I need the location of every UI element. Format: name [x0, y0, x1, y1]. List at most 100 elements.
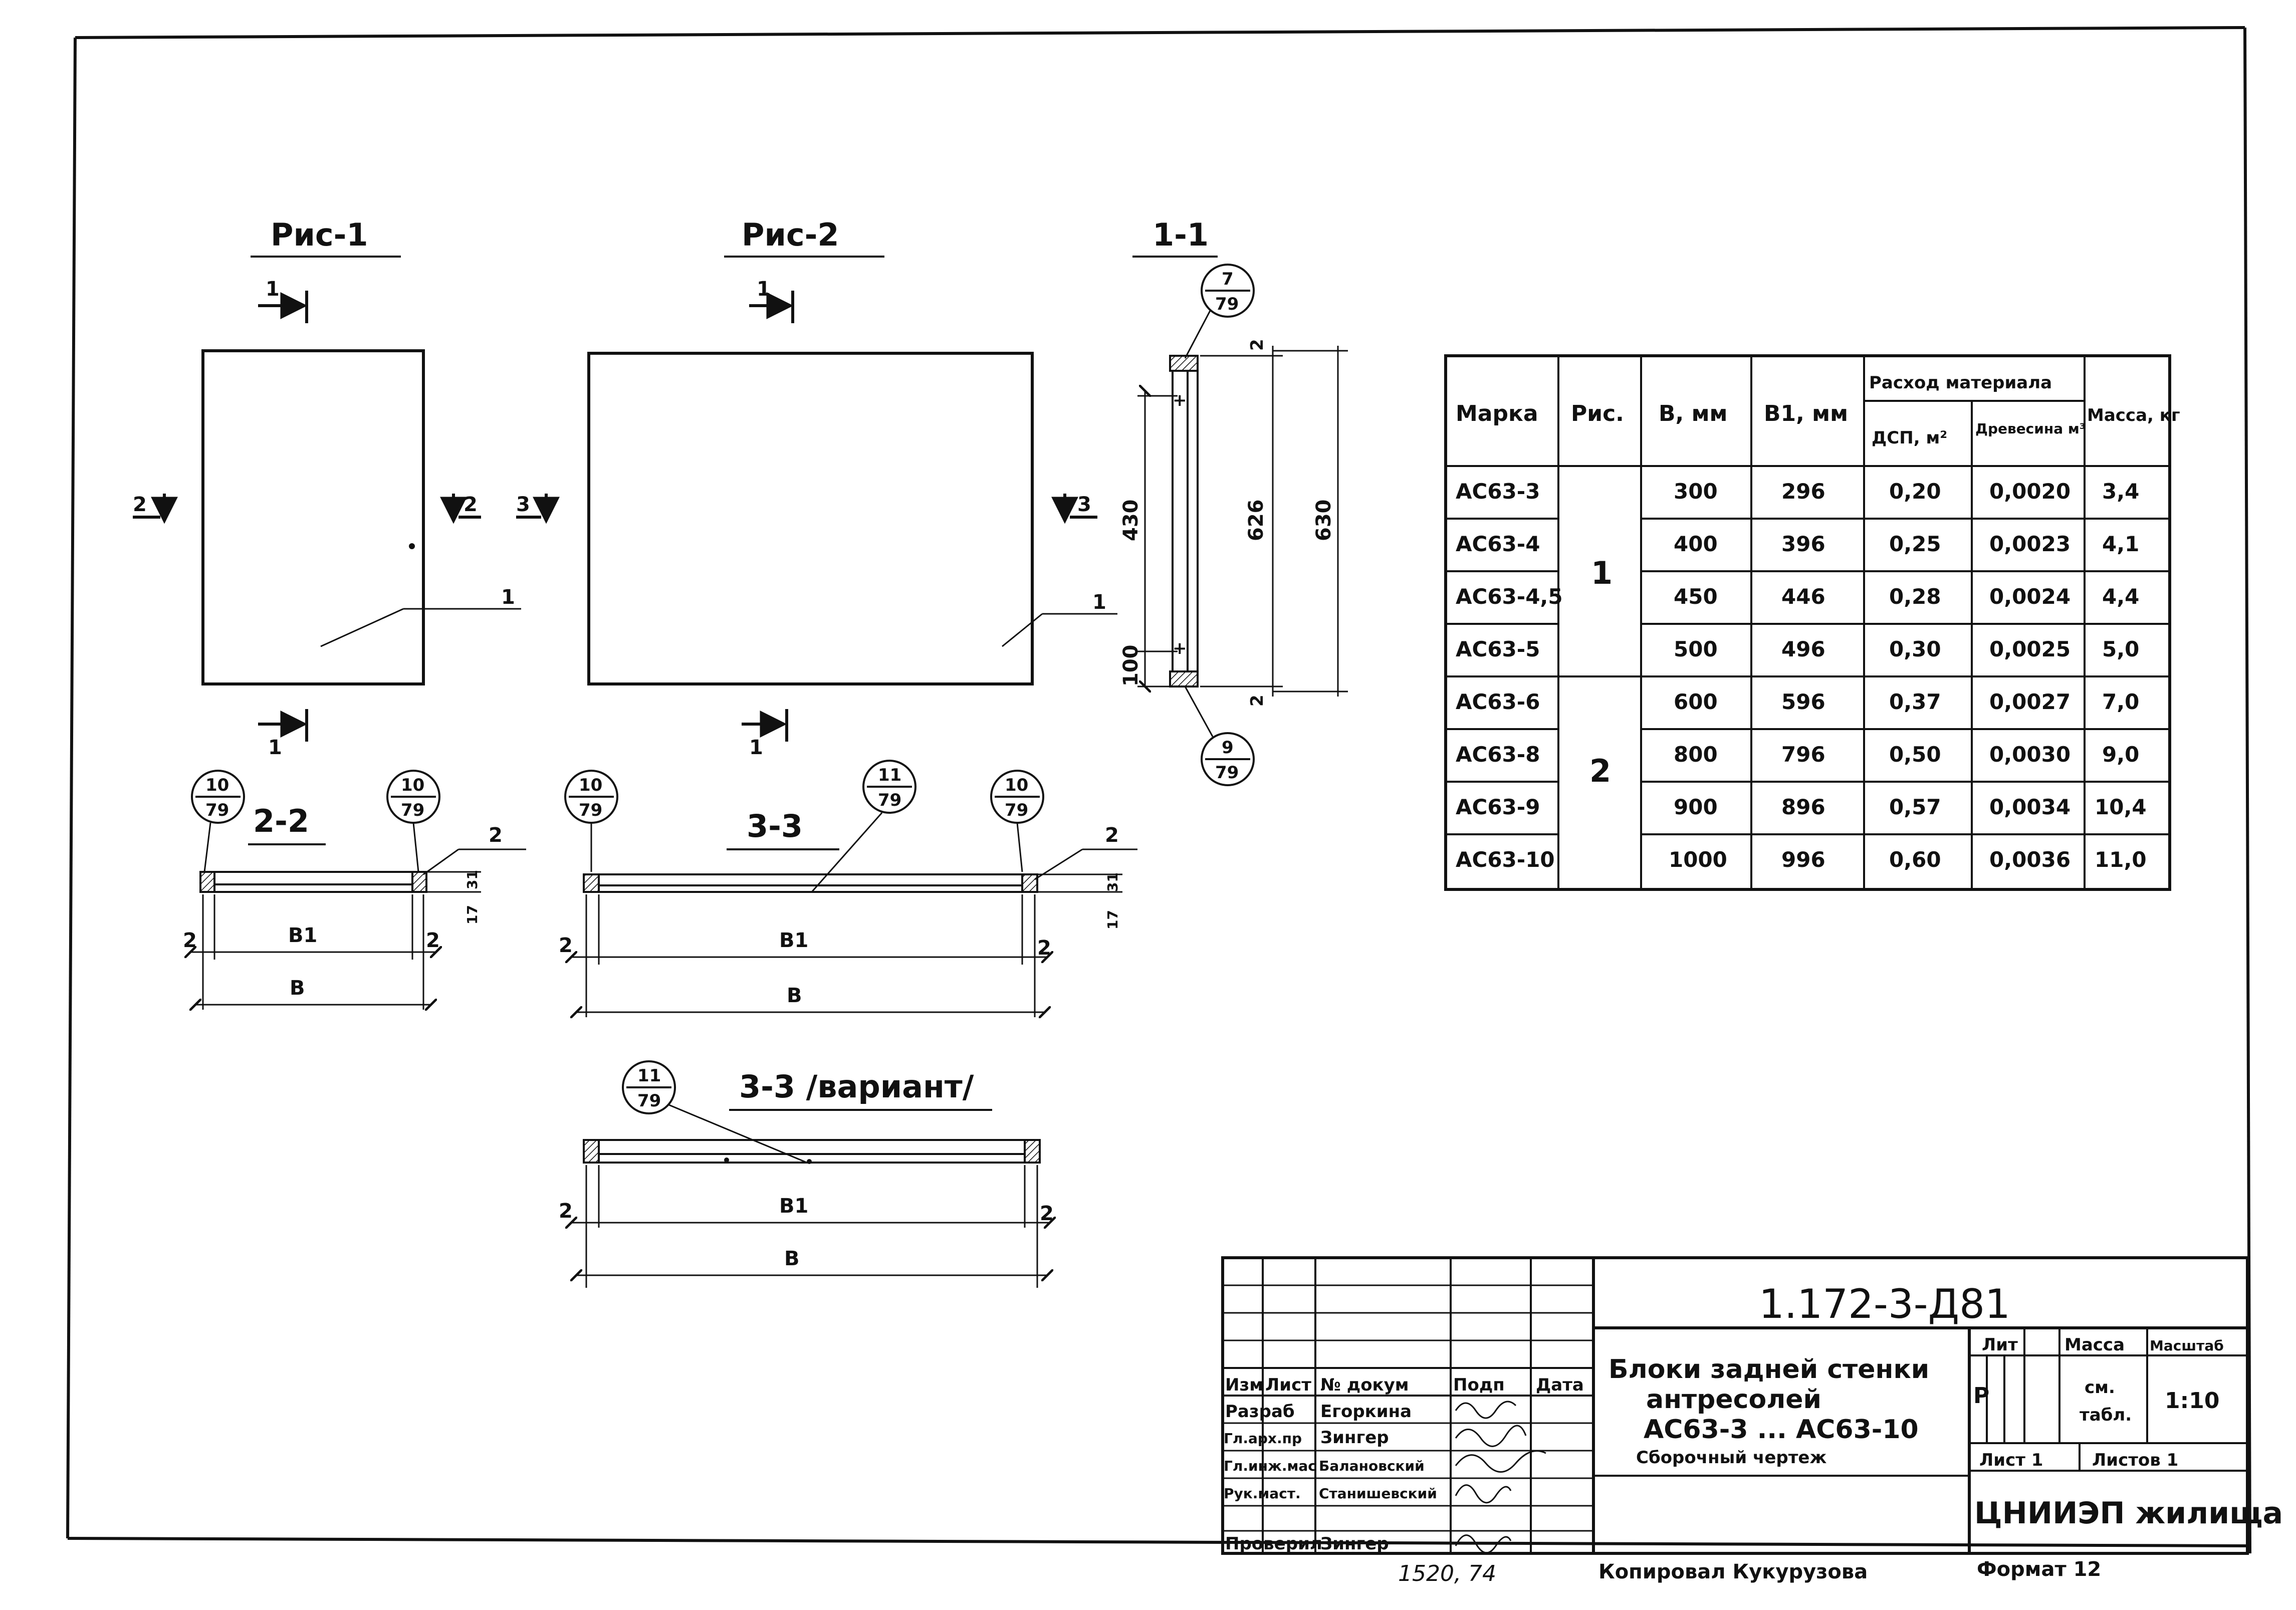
dim-2-top: 2 [1247, 339, 1267, 351]
tb-lit-label: Лит [1982, 1335, 2018, 1355]
fig2-part-leader: 1 [1092, 591, 1106, 614]
svg-text:Разраб: Разраб [1225, 1402, 1295, 1422]
svg-text:Балановский: Балановский [1319, 1458, 1425, 1474]
section22-part-leader: 2 [489, 824, 503, 847]
svg-text:0,57: 0,57 [1889, 795, 1941, 819]
hdr-dsp: ДСП, м² [1872, 428, 1947, 448]
section-22-title: 2-2 [253, 803, 309, 839]
svg-text:0,30: 0,30 [1889, 637, 1941, 661]
svg-text:9,0: 9,0 [2102, 742, 2139, 767]
hdr-drev: Древесина м³ [1975, 420, 2086, 437]
svg-text:79: 79 [579, 800, 602, 820]
dim-b-33v: B [784, 1247, 800, 1270]
tb-col-list: Лист [1265, 1375, 1311, 1395]
bottom-notes: 1520, 74 Копировал Кукурузова Формат 12 [1398, 1558, 2101, 1586]
hdr-b: B, мм [1659, 401, 1728, 426]
svg-text:0,60: 0,60 [1889, 847, 1941, 872]
tb-col-data: Дата [1536, 1375, 1584, 1395]
dim-b1-33v: B1 [779, 1195, 808, 1218]
spec-table: Марка Рис. B, мм B1, мм Расход материала… [1444, 354, 2180, 891]
svg-text:800: 800 [1674, 742, 1718, 767]
dim-2-left-22: 2 [183, 929, 197, 952]
tb-name-line2: антресолей [1646, 1385, 1821, 1415]
dim-b1-22: B1 [288, 924, 317, 947]
title-block: Изм Лист № докум Подп Дата Разраб Егорки… [1221, 1256, 2283, 1555]
dim-626: 626 [1245, 500, 1268, 542]
tb-scale-label: Масштаб [2150, 1337, 2224, 1354]
dim-31: 31 [464, 870, 481, 889]
dim-2-right-22: 2 [426, 929, 440, 952]
svg-text:АС63-3: АС63-3 [1456, 479, 1540, 504]
svg-text:0,0027: 0,0027 [1989, 689, 2071, 714]
dim-2-left-33v: 2 [559, 1200, 573, 1223]
callout-11-79-s3: 11 79 [811, 760, 916, 892]
svg-text:11: 11 [878, 765, 901, 785]
fig2-title: Рис-2 [742, 216, 839, 253]
hdr-rashod: Расход материала [1869, 373, 2052, 393]
tb-sheets-label: Листов 1 [2092, 1450, 2178, 1470]
dim-2-left-33: 2 [559, 934, 573, 957]
fig1-part-leader: 1 [501, 586, 515, 609]
table-row: АС63-4 400 396 0,25 0,0023 4,1 [1456, 532, 2139, 556]
svg-text:0,50: 0,50 [1889, 742, 1941, 767]
svg-text:79: 79 [205, 800, 229, 820]
svg-text:4,1: 4,1 [2102, 532, 2139, 556]
callout-9-79: 9 79 [1184, 686, 1255, 786]
svg-text:79: 79 [1005, 800, 1028, 820]
dim-b-22: B [290, 977, 305, 1000]
svg-text:АС63-5: АС63-5 [1456, 637, 1540, 661]
svg-text:10: 10 [401, 775, 424, 795]
svg-text:10: 10 [579, 775, 602, 795]
svg-text:0,25: 0,25 [1889, 532, 1941, 556]
figure-1: Рис-1 1 2 2 1 1 [133, 216, 521, 759]
svg-text:10: 10 [205, 775, 229, 795]
svg-text:Рук.маст.: Рук.маст. [1224, 1485, 1301, 1502]
svg-text:0,0023: 0,0023 [1989, 532, 2071, 556]
section33-part-leader: 2 [1105, 824, 1119, 847]
callout-7-79: 7 79 [1184, 264, 1255, 359]
svg-text:79: 79 [878, 790, 901, 810]
tb-name-line1: Блоки задней стенки [1609, 1354, 1929, 1385]
svg-text:79: 79 [401, 800, 424, 820]
sheet-frame [66, 26, 2251, 1554]
svg-text:500: 500 [1674, 637, 1718, 661]
hdr-massa: Масса, кг [2087, 405, 2180, 425]
svg-text:0,0024: 0,0024 [1989, 584, 2071, 609]
cut-mark-2-right: 2 [464, 493, 478, 516]
svg-text:10: 10 [1005, 775, 1028, 795]
table-row: АС63-10 1000 996 0,60 0,0036 11,0 [1456, 847, 2147, 872]
svg-text:АС63-8: АС63-8 [1456, 742, 1540, 767]
svg-text:496: 496 [1781, 637, 1825, 661]
cut-mark-1-bottom-fig2: 1 [749, 736, 763, 759]
svg-text:79: 79 [1215, 763, 1239, 783]
table-row: АС63-5 500 496 0,30 0,0025 5,0 [1456, 637, 2139, 661]
figure-2: Рис-2 1 3 3 1 1 [516, 216, 1117, 759]
hdr-b1: B1, мм [1764, 401, 1848, 426]
cut-mark-1-top: 1 [266, 278, 280, 301]
tb-massa-value-2: табл. [2080, 1405, 2132, 1425]
svg-text:+: + [1173, 390, 1187, 410]
svg-text:0,0034: 0,0034 [1989, 795, 2071, 819]
dim-100: 100 [1119, 645, 1142, 687]
svg-text:АС63-4: АС63-4 [1456, 532, 1540, 556]
table-row: АС63-9 900 896 0,57 0,0034 10,4 [1456, 795, 2147, 819]
section-3-3: 10 79 11 79 3-3 10 79 2 31 17 [559, 760, 1137, 1017]
svg-text:Гл.инж.мас: Гл.инж.мас [1224, 1458, 1316, 1474]
hdr-marka: Марка [1456, 401, 1538, 426]
dim-17-s3: 17 [1104, 910, 1121, 930]
dim-2-right-33: 2 [1037, 937, 1051, 960]
svg-text:446: 446 [1781, 584, 1825, 609]
svg-text:10,4: 10,4 [2095, 795, 2147, 819]
svg-text:1000: 1000 [1669, 847, 1727, 872]
section-2-2: 10 79 2-2 10 79 2 31 17 B1 2 2 [183, 770, 526, 1010]
svg-text:600: 600 [1674, 689, 1718, 714]
cut-mark-1-bottom: 1 [268, 736, 282, 759]
tb-org: ЦНИИЭП жилища [1974, 1496, 2283, 1531]
table-row: АС63-3 300 296 0,20 0,0020 3,4 [1456, 479, 2139, 504]
svg-text:79: 79 [637, 1091, 661, 1111]
tb-massa-value-1: см. [2085, 1377, 2115, 1398]
svg-text:0,0036: 0,0036 [1989, 847, 2071, 872]
svg-text:400: 400 [1674, 532, 1718, 556]
svg-text:396: 396 [1781, 532, 1825, 556]
svg-text:11,0: 11,0 [2095, 847, 2147, 872]
